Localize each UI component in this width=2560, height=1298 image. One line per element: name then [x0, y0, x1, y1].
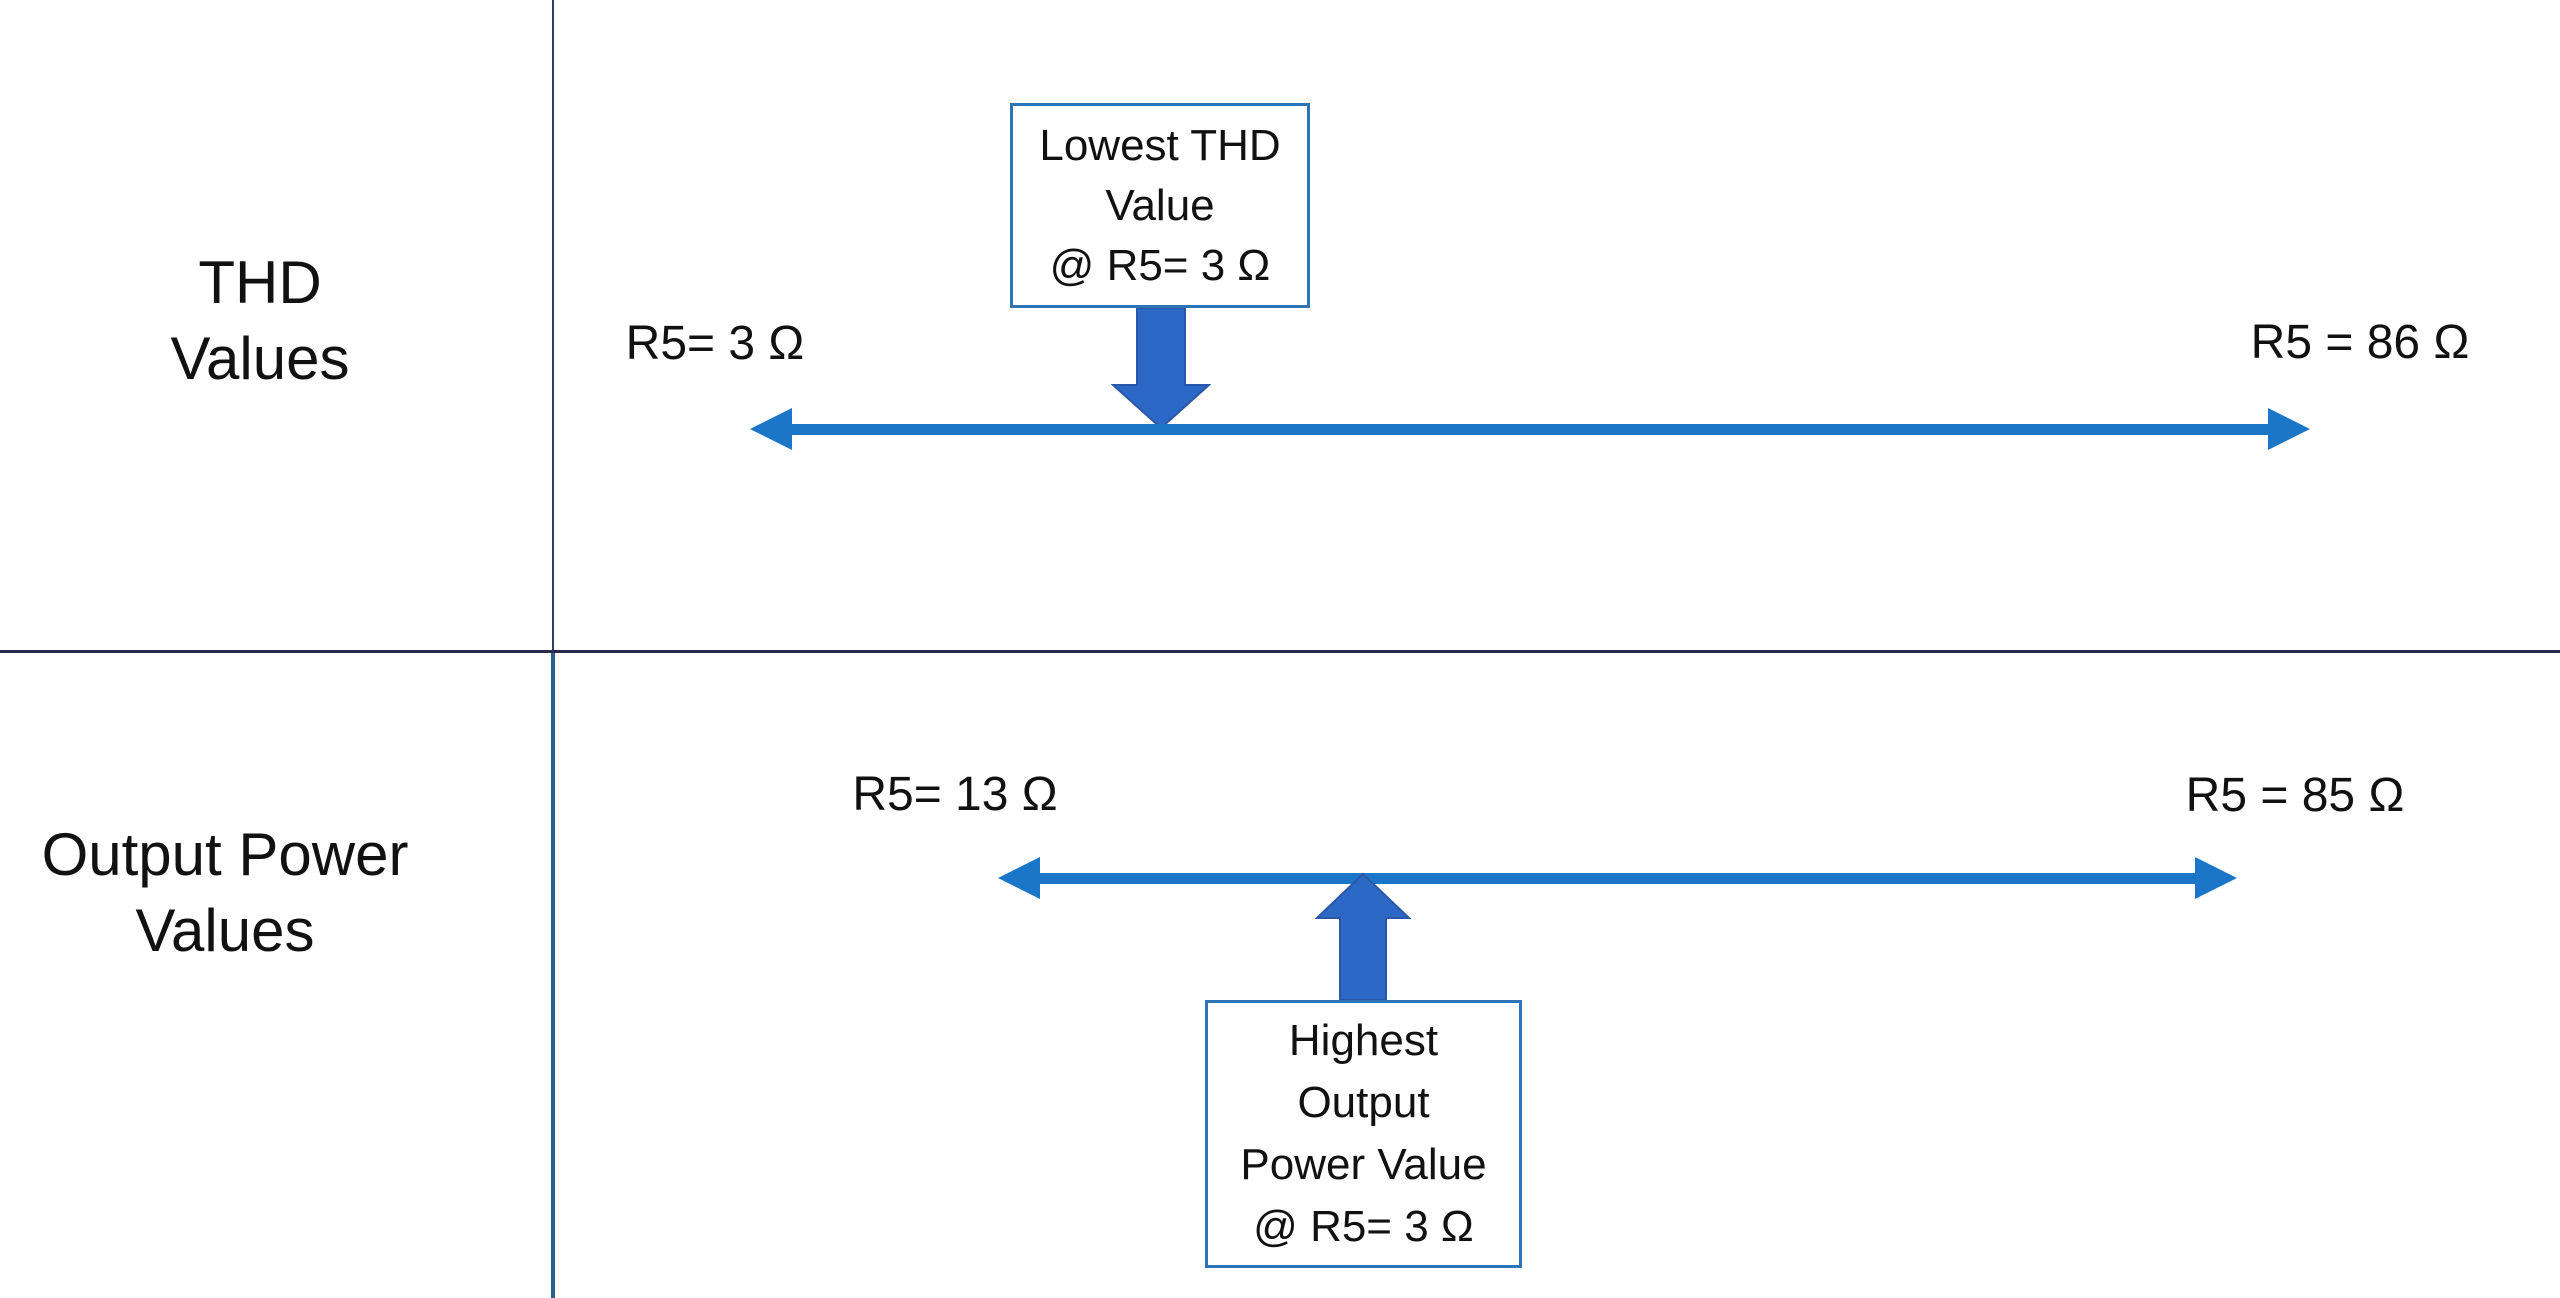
vertical-divider-top	[552, 0, 554, 651]
lowest-thd-callout-line3: @ R5= 3 Ω	[1049, 240, 1271, 290]
left-arrowhead-icon	[998, 857, 1040, 899]
horizontal-divider	[0, 650, 2560, 653]
lowest-thd-callout-line1: Lowest THD	[1039, 120, 1281, 170]
down-arrow-icon	[1111, 308, 1211, 430]
lowest-thd-callout-line2: Value	[1105, 180, 1215, 230]
highest-power-callout-line4: @ R5= 3 Ω	[1253, 1202, 1474, 1251]
right-arrowhead-icon	[2268, 408, 2310, 450]
thd-title-line1: THD	[198, 249, 322, 316]
thd-title-line2: Values	[170, 325, 350, 392]
lowest-thd-callout-box: Lowest THD Value @ R5= 3 Ω	[1010, 103, 1310, 308]
right-arrowhead-icon	[2195, 857, 2237, 899]
highest-power-callout-line2: Output	[1297, 1078, 1430, 1127]
power-title-line1: Output Power	[41, 821, 409, 888]
highest-power-callout-line3: Power Value	[1240, 1140, 1487, 1189]
highest-power-callout-box: Highest Output Power Value @ R5= 3 Ω	[1205, 1000, 1522, 1268]
thd-range-arrow-shaft	[788, 424, 2274, 435]
power-range-min-label: R5= 13 Ω	[852, 768, 1058, 821]
up-arrow-icon	[1315, 872, 1411, 1000]
power-section-title: Output Power Values	[25, 817, 425, 969]
vertical-divider-bottom	[551, 651, 555, 1298]
power-title-line2: Values	[135, 897, 315, 964]
power-range-arrow-shaft	[1038, 873, 2200, 884]
thd-range-min-label: R5= 3 Ω	[625, 317, 805, 370]
left-arrowhead-icon	[750, 408, 792, 450]
thd-range-max-label: R5 = 86 Ω	[2250, 316, 2470, 369]
power-range-max-label: R5 = 85 Ω	[2185, 769, 2405, 822]
thd-section-title: THD Values	[60, 245, 460, 397]
highest-power-callout-line1: Highest	[1288, 1016, 1439, 1065]
